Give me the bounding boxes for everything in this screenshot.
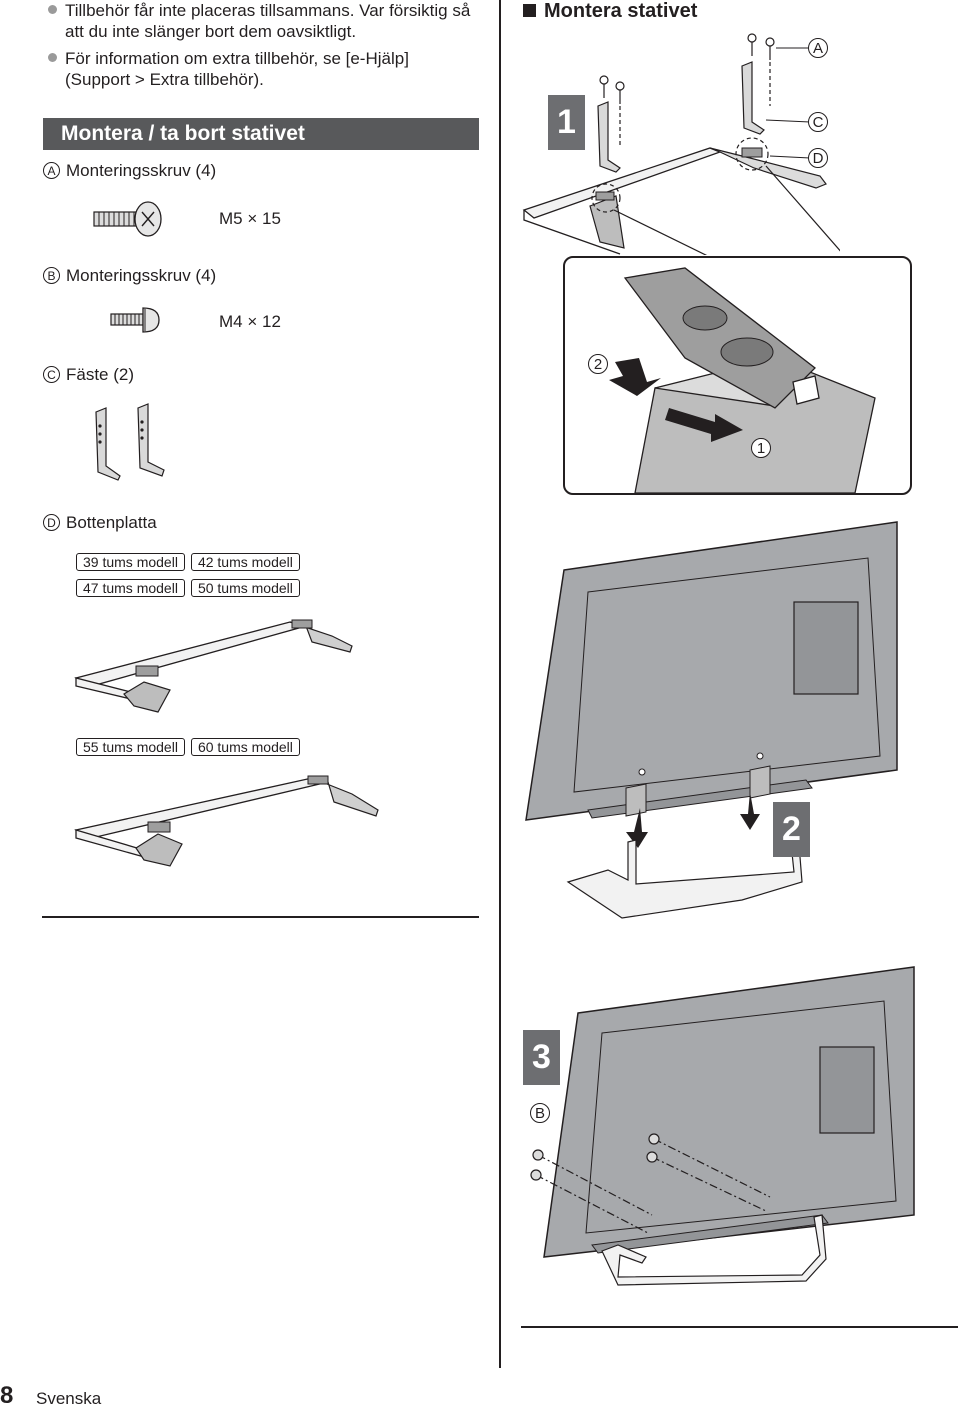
base-plate-small-illustration [74, 619, 353, 713]
letter-d-marker: D [43, 514, 60, 532]
right-heading: Montera stativet [523, 0, 697, 23]
model-box: 60 tums modell [190, 738, 300, 756]
letter-b-marker: B [43, 267, 60, 285]
right-heading-text: Montera stativet [544, 0, 698, 22]
part-c-label: C Fäste (2) [43, 365, 134, 385]
callout-d: D [808, 148, 828, 168]
callout-a: A [808, 38, 828, 58]
note-2: För information om extra tillbehör, se [… [48, 48, 488, 90]
letter-a-marker: A [43, 162, 60, 180]
zoom-detail-illustration [609, 267, 876, 493]
callout-b: B [530, 1103, 550, 1123]
page-number: 8 [0, 1382, 14, 1409]
part-d-label: D Bottenplatta [43, 513, 157, 533]
base-plate-large-illustration [74, 775, 379, 867]
part-b-size: M4 × 12 [219, 312, 281, 331]
note-1-line2: att du inte slänger bort dem oavsiktligt… [65, 22, 357, 41]
model-box: 55 tums modell [76, 738, 185, 756]
note-1: Tillbehör får inte placeras tillsammans.… [48, 0, 488, 42]
callout-sub-2: 2 [588, 354, 608, 374]
screw-m5-icon [93, 201, 162, 237]
model-group-2: 55 tums modell 60 tums modell [76, 738, 306, 757]
step-3-badge: 3 [523, 1030, 560, 1085]
step-3-illustration [530, 966, 915, 1286]
bullet-icon [48, 5, 57, 15]
step-1-badge: 1 [548, 95, 585, 150]
square-bullet-icon [523, 4, 536, 17]
step-2-illustration [525, 521, 898, 919]
model-box: 47 tums modell [76, 579, 185, 597]
model-box: 39 tums modell [76, 553, 185, 571]
section-title-bar: Montera / ta bort stativet [43, 118, 479, 150]
step-2-badge: 2 [773, 802, 810, 857]
note-1-line1: Tillbehör får inte placeras tillsammans.… [65, 1, 471, 20]
note-2-line1: För information om extra tillbehör, se [… [65, 49, 409, 68]
screw-m4-icon [110, 307, 160, 333]
part-c-text: Fäste (2) [66, 365, 135, 384]
part-a-label: A Monteringsskruv (4) [43, 161, 216, 181]
step-1-illustration [522, 33, 840, 255]
part-a-text: Monteringsskruv (4) [66, 161, 217, 180]
part-b-text: Monteringsskruv (4) [66, 266, 217, 285]
footer-language: Svenska [36, 1389, 102, 1408]
model-box: 42 tums modell [190, 553, 300, 571]
zoom-detail-panel: 2 1 [563, 256, 912, 495]
note-2-line2: (Support > Extra tillbehör). [65, 70, 264, 89]
model-group-1-row2: 47 tums modell 50 tums modell [76, 579, 306, 598]
model-group-1: 39 tums modell 42 tums modell [76, 553, 306, 572]
model-box: 50 tums modell [190, 579, 300, 597]
part-b-label: B Monteringsskruv (4) [43, 266, 216, 286]
letter-c-marker: C [43, 366, 60, 384]
column-divider [499, 0, 501, 1368]
callout-c: C [808, 112, 828, 132]
left-divider [42, 916, 479, 918]
bracket-pair-icon [95, 403, 165, 481]
bullet-icon [48, 53, 57, 63]
part-d-text: Bottenplatta [66, 513, 157, 532]
callout-sub-1: 1 [751, 438, 771, 458]
section-title: Montera / ta bort stativet [61, 122, 305, 145]
part-a-size: M5 × 15 [219, 209, 281, 228]
right-divider [521, 1326, 958, 1328]
